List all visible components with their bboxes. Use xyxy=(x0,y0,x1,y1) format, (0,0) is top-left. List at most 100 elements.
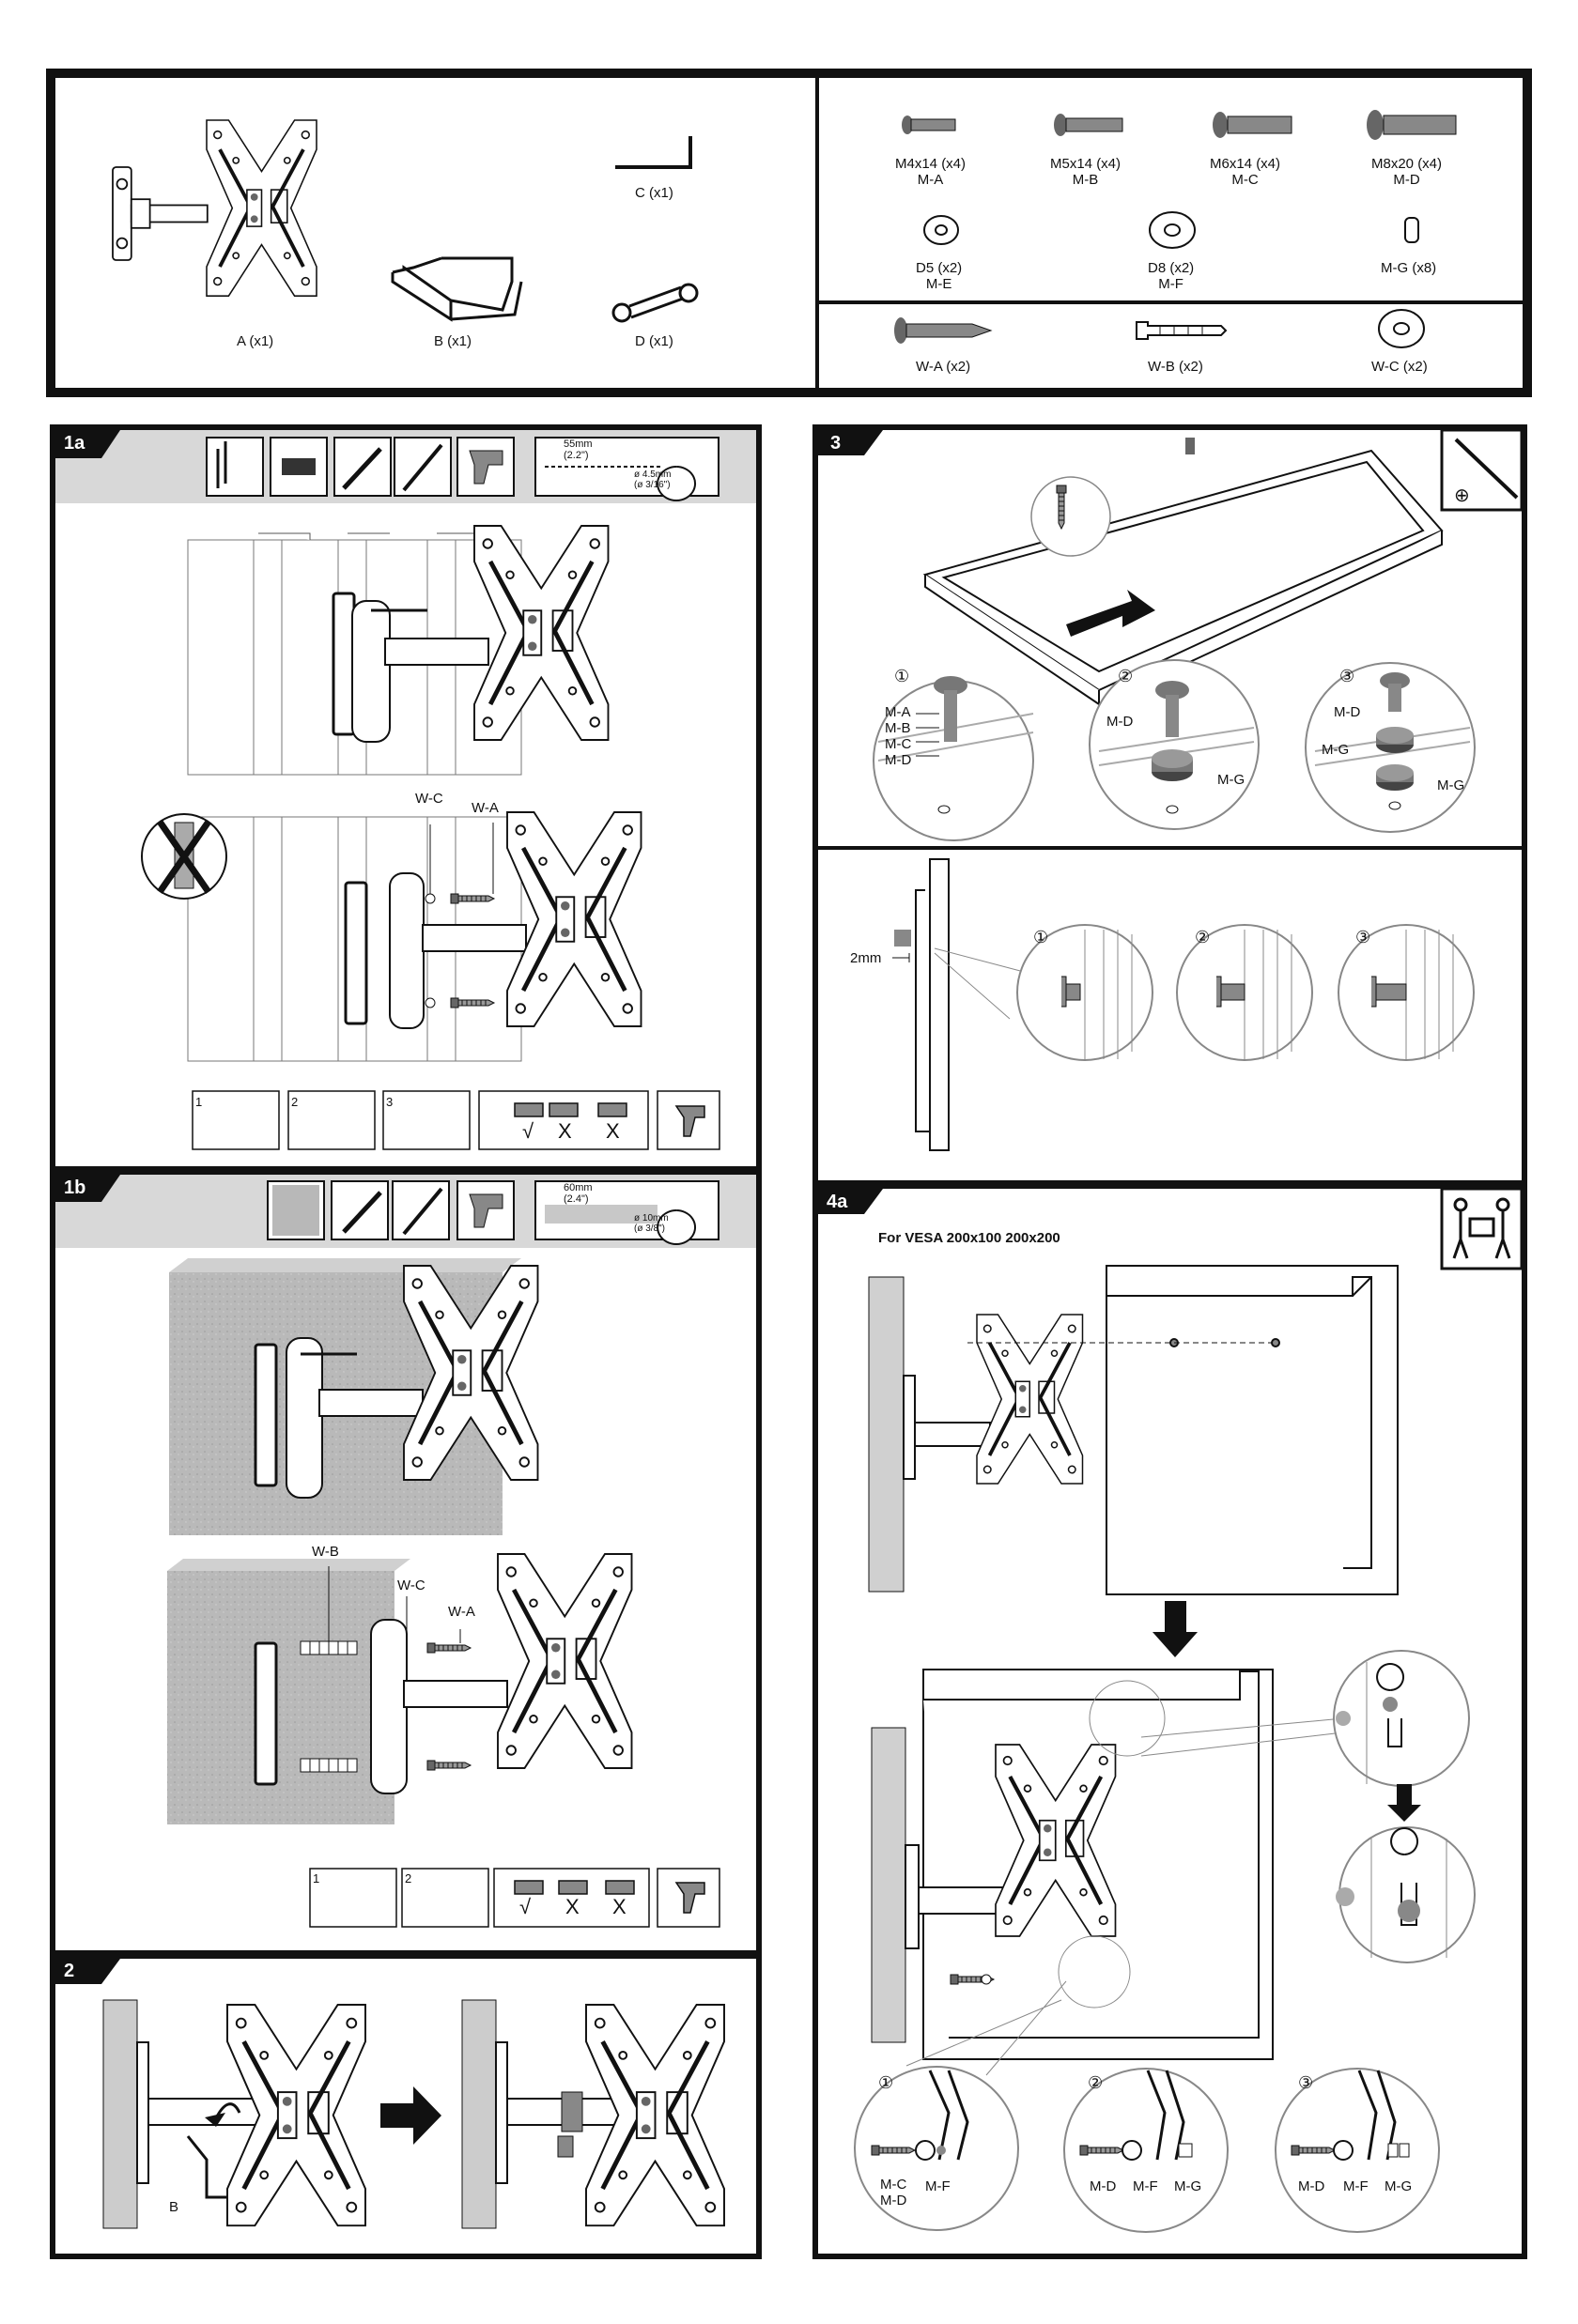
wall-2b xyxy=(461,1999,497,2229)
substep-1a-1: 1 xyxy=(195,1095,203,1109)
detail-circle-1 xyxy=(873,676,1034,841)
step-3-number: 3 xyxy=(830,433,842,454)
bracket-assembly-4a-bottom xyxy=(905,1745,1116,1985)
detail-number-3: ③ xyxy=(1339,667,1355,685)
bottom-detail-3 xyxy=(1275,2068,1440,2233)
tools-1a xyxy=(206,437,719,501)
part-a-drawing xyxy=(205,118,318,299)
bracket-assembly-1a-bottom xyxy=(344,812,642,1029)
bracket-step2-after xyxy=(495,2005,724,2225)
part-m-d-label: M8x20 (x4)M-D xyxy=(1371,156,1443,188)
concrete-wall-2 xyxy=(167,1571,394,1824)
part-m-c-label: M6x14 (x4)M-C xyxy=(1210,156,1281,188)
bottom-2-mg: M-G xyxy=(1174,2178,1202,2194)
substeps-1a xyxy=(192,1090,720,1150)
gap-number-3: ③ xyxy=(1355,928,1371,947)
detail-3-mg-2: M-G xyxy=(1437,777,1465,793)
washer-m-f xyxy=(1149,211,1196,249)
substeps-1b xyxy=(309,1868,720,1928)
substep-1b-1: 1 xyxy=(313,1871,320,1885)
detail-circle-3 xyxy=(1305,662,1476,833)
drill-diameter-1a: ø 4.5mm(ø 3/16") xyxy=(634,469,672,490)
bracket-assembly-4a-top xyxy=(903,1313,1273,1485)
detail-3-mg-1: M-G xyxy=(1322,742,1350,758)
part-c-drawing xyxy=(615,136,692,169)
parts-panel-frame xyxy=(46,69,1532,397)
level-ok-1b: √ xyxy=(519,1895,532,1918)
screw-m-c xyxy=(1213,112,1292,138)
arrow-right-step2 xyxy=(380,2086,441,2145)
callout-w-b-1b: W-B xyxy=(312,1544,339,1560)
level-bad-1a-2: X xyxy=(606,1119,620,1143)
screw-m-a xyxy=(902,115,956,134)
spacer-m-g xyxy=(1404,217,1419,243)
arrow-down-4a xyxy=(1153,1601,1198,1657)
step-1a-number: 1a xyxy=(64,433,85,454)
bottom-2-mf: M-F xyxy=(1133,2178,1158,2194)
bottom-number-2: ② xyxy=(1088,2073,1104,2092)
gap-detail-2 xyxy=(1176,924,1313,1061)
part-a-label: A (x1) xyxy=(237,333,274,349)
part-m-f-label: D8 (x2)M-F xyxy=(1148,260,1195,292)
detail-2-md: M-D xyxy=(1106,714,1134,730)
gap-number-2: ② xyxy=(1195,928,1211,947)
level-bad-1b-2: X xyxy=(612,1895,627,1918)
step-4a-number: 4a xyxy=(827,1192,848,1212)
two-person-icon xyxy=(1452,1197,1511,1259)
level-ok-1a: √ xyxy=(522,1119,534,1143)
callout-w-c-1b: W-C xyxy=(397,1578,425,1593)
bracket-step2-before xyxy=(136,2005,365,2225)
step-4a-frame xyxy=(812,1183,1527,2259)
bottom-number-3: ③ xyxy=(1298,2073,1314,2092)
screwdriver-icon xyxy=(1454,438,1519,500)
part-m-g-label: M-G (x8) xyxy=(1381,260,1437,276)
drill-diameter-1b: ø 10mm(ø 3/8") xyxy=(634,1213,669,1234)
part-a-arm xyxy=(112,166,209,261)
tools-1b xyxy=(267,1180,719,1245)
part-b-label: B (x1) xyxy=(434,333,472,349)
tv-back-isometric xyxy=(922,449,1444,706)
detail-2-mg: M-G xyxy=(1217,772,1245,788)
level-bad-1a-1: X xyxy=(558,1119,572,1143)
tv-back-4a-top xyxy=(1106,1265,1399,1595)
screw-w-a xyxy=(894,317,993,344)
detail-3-md: M-D xyxy=(1334,704,1361,720)
part-w-b-label: W-B (x2) xyxy=(1148,359,1203,375)
no-anchor-warning xyxy=(141,813,227,900)
gap-detail-1 xyxy=(1016,924,1153,1061)
substep-1a-2: 2 xyxy=(291,1095,299,1109)
bottom-3-md: M-D xyxy=(1298,2178,1325,2194)
bracket-assembly-1a-top xyxy=(332,526,609,743)
detail-circle-2 xyxy=(1089,659,1260,830)
bottom-1-mf: M-F xyxy=(925,2178,951,2194)
part-m-a-label: M4x14 (x4)M-A xyxy=(895,156,967,188)
wall-4a-bottom xyxy=(871,1727,906,2043)
bottom-3-mg: M-G xyxy=(1385,2178,1413,2194)
gap-detail-3 xyxy=(1338,924,1475,1061)
substep-1a-3: 3 xyxy=(386,1095,394,1109)
part-m-b-label: M5x14 (x4)M-B xyxy=(1050,156,1122,188)
part-m-e-label: D5 (x2)M-E xyxy=(916,260,963,292)
step-1b-badge xyxy=(55,1175,120,1202)
step-1a-badge xyxy=(55,430,120,458)
substep-1b-2: 2 xyxy=(405,1871,412,1885)
drill-depth-1a: 55mm(2.2") xyxy=(564,439,593,461)
part-c-label: C (x1) xyxy=(635,185,673,201)
bottom-detail-2 xyxy=(1063,2068,1229,2233)
bracket-assembly-1b-top xyxy=(254,1266,538,1499)
bottom-number-1: ① xyxy=(878,2073,894,2092)
drill-depth-1b: 60mm(2.4") xyxy=(564,1182,593,1205)
bracket-assembly-1b-bottom xyxy=(254,1554,632,1794)
step-3-badge xyxy=(818,430,883,455)
zoom-keyhole-1 xyxy=(1089,1650,1470,1787)
step-2-number: 2 xyxy=(64,1961,75,1981)
callout-w-a-1a: W-A xyxy=(472,800,499,816)
part-b-drawing xyxy=(391,256,523,322)
magnifier-screw-hole xyxy=(1030,476,1111,557)
step-1b-number: 1b xyxy=(64,1177,86,1198)
detail-number-1: ① xyxy=(894,667,910,685)
arrow-down-keyhole xyxy=(1387,1784,1421,1822)
callout-w-c-1a: W-C xyxy=(415,791,443,807)
callout-w-a-1b: W-A xyxy=(448,1604,475,1620)
